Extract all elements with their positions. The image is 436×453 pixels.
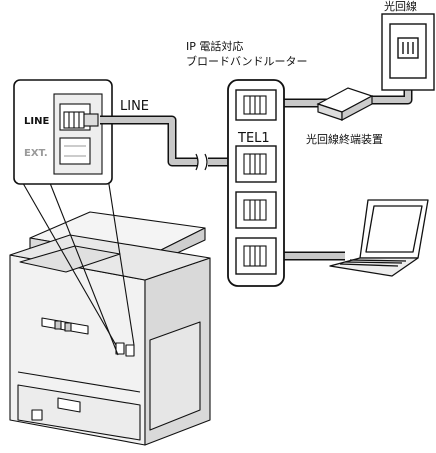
rj11-port-icon (243, 95, 267, 267)
tel1-port-label: TEL1 (237, 131, 270, 146)
callout-lines (19, 177, 135, 356)
wall-outlet-label: 光回線 (384, 0, 417, 13)
rj11-plug-printer (63, 111, 99, 129)
onu-label: 光回線終端装置 (306, 132, 383, 146)
router-label-line2: ブロードバンドルーター (186, 54, 308, 68)
wall-outlet-icon (381, 13, 435, 91)
port-line-label: LINE (24, 116, 49, 127)
onu-device-icon (316, 87, 374, 121)
router-label-line1: IP 電話対応 (186, 39, 243, 53)
port-ext-label: EXT. (24, 148, 48, 159)
router-icon (227, 79, 285, 287)
printer-port-zoom (13, 79, 113, 185)
line-cable-label: LINE (120, 99, 149, 114)
cables (100, 60, 413, 261)
laptop-icon (329, 199, 429, 277)
printer-icon (9, 211, 211, 446)
